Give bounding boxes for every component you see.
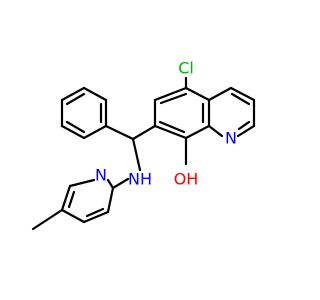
- chlorine-label: Cl: [178, 59, 194, 78]
- methylpyridine-ring: [31, 178, 115, 231]
- pyridine-nitrogen-label: N: [95, 166, 107, 185]
- quinoline-pyridine-ring: [207, 86, 256, 138]
- quinoline-benzo-ring: [153, 86, 211, 140]
- quinoline-nitrogen-label: N: [225, 129, 237, 148]
- amine-label: NH: [128, 170, 152, 189]
- substituent-bonds: [111, 76, 188, 190]
- hydroxyl-label: OH: [174, 170, 199, 189]
- molecule-canvas: Cl N OH NH N: [31, 59, 256, 231]
- structure-diagram: Cl N OH NH N: [31, 59, 256, 231]
- methine-bonds: [104, 124, 157, 172]
- phenyl-ring: [60, 86, 108, 140]
